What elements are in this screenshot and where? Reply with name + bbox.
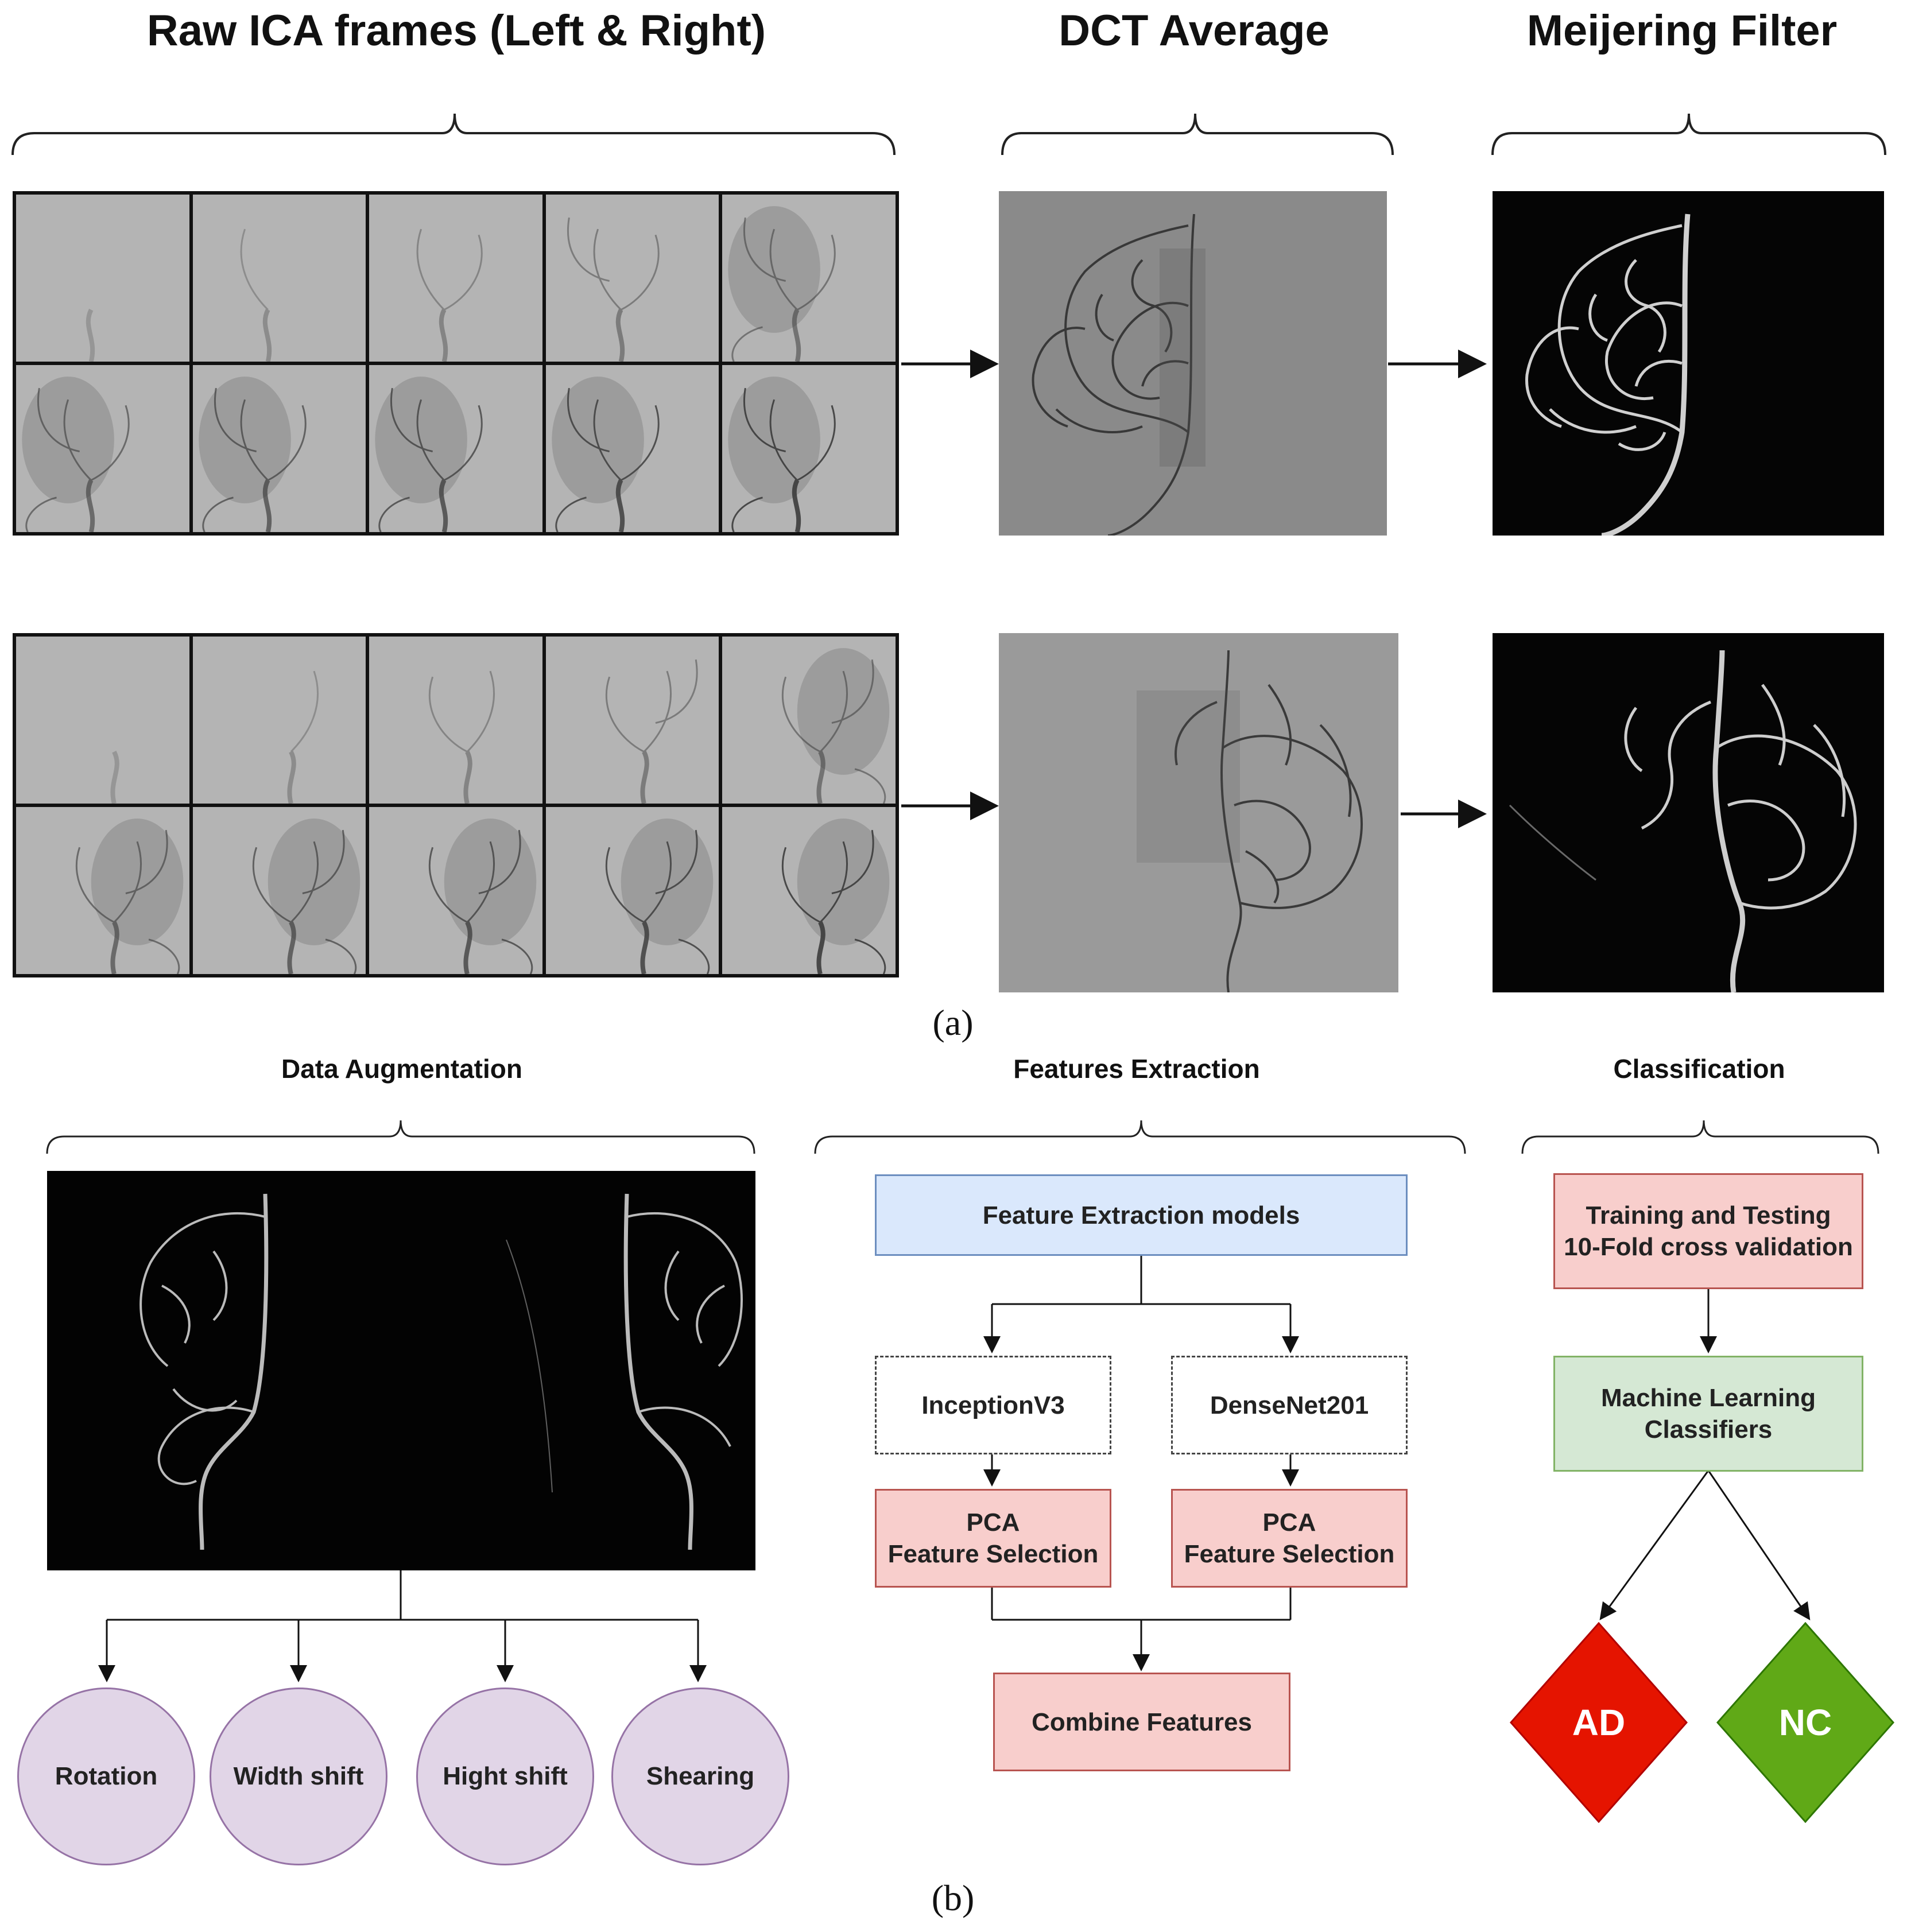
training-line2: 10-Fold cross validation <box>1564 1233 1853 1261</box>
ica-frame-thumbnail <box>369 195 542 362</box>
brace-augmentation <box>46 1120 755 1154</box>
dct-average-image-2 <box>999 633 1398 992</box>
ica-frame-thumbnail <box>722 807 896 974</box>
ica-frame-thumbnail <box>369 807 542 974</box>
dct-average-image-1 <box>999 191 1387 536</box>
augmentation-width-shift: Width shift <box>210 1687 387 1865</box>
meijering-filter-image-2 <box>1493 633 1884 992</box>
ica-frame-thumbnail <box>545 195 719 362</box>
augmentation-image <box>47 1171 755 1570</box>
training-line1: Training and Testing <box>1586 1201 1831 1229</box>
ica-frame-thumbnail <box>16 195 189 362</box>
arrows-panel-a <box>901 350 1487 828</box>
feature-extraction-models-label: Feature Extraction models <box>982 1201 1300 1229</box>
class-ad-diamond: AD <box>1510 1622 1688 1823</box>
ica-frame-thumbnail <box>192 637 366 804</box>
pca-right-line2: Feature Selection <box>1184 1540 1395 1568</box>
brace-classification <box>1521 1120 1879 1154</box>
densenet201-box: DenseNet201 <box>1171 1356 1408 1454</box>
ica-frame-thumbnail <box>545 637 719 804</box>
class-ad-label: AD <box>1572 1702 1626 1743</box>
ica-frame-thumbnail <box>16 365 189 532</box>
ica-frame-thumbnail <box>192 365 366 532</box>
classifiers-line1: Machine Learning <box>1600 1384 1816 1412</box>
inceptionv3-box: InceptionV3 <box>875 1356 1111 1454</box>
combine-features-label: Combine Features <box>1032 1708 1252 1736</box>
pca-left-line1: PCA <box>966 1508 1020 1537</box>
raw-frames-grid-row1 <box>13 191 899 536</box>
brace-dct <box>1001 113 1394 156</box>
header-data-augmentation: Data Augmentation <box>281 1054 522 1084</box>
pca-left-line2: Feature Selection <box>887 1540 1099 1568</box>
pca-feature-selection-right-box: PCA Feature Selection <box>1171 1489 1408 1588</box>
inceptionv3-label: InceptionV3 <box>921 1391 1065 1419</box>
pca-right-line1: PCA <box>1262 1508 1316 1537</box>
panel-label-a: (a) <box>932 1002 974 1043</box>
augmentation-shearing: Shearing <box>611 1687 789 1865</box>
ica-frame-thumbnail <box>369 365 542 532</box>
ml-classifiers-box: Machine Learning Classifiers <box>1553 1356 1863 1472</box>
pca-feature-selection-left-box: PCA Feature Selection <box>875 1489 1111 1588</box>
ica-frame-thumbnail <box>722 195 896 362</box>
combine-features-box: Combine Features <box>993 1673 1290 1771</box>
class-nc-diamond: NC <box>1716 1622 1894 1823</box>
raw-frames-grid-row2 <box>13 633 899 977</box>
ica-frame-thumbnail <box>545 807 719 974</box>
ica-frame-thumbnail <box>369 637 542 804</box>
feature-extraction-models-box: Feature Extraction models <box>875 1174 1408 1256</box>
header-classification: Classification <box>1613 1054 1785 1084</box>
classifiers-line2: Classifiers <box>1644 1415 1773 1444</box>
ica-frame-thumbnail <box>545 365 719 532</box>
training-testing-box: Training and Testing 10-Fold cross valid… <box>1553 1173 1863 1289</box>
brace-features <box>814 1120 1466 1154</box>
augmentation-rotation: Rotation <box>17 1687 195 1865</box>
header-features-extraction: Features Extraction <box>1013 1054 1260 1084</box>
braces-panel-b <box>46 1120 1879 1154</box>
meijering-filter-image-1 <box>1493 191 1884 536</box>
brace-meijering <box>1491 113 1886 156</box>
panel-label-b: (b) <box>931 1877 975 1918</box>
augmentation-hight-shift: Hight shift <box>416 1687 594 1865</box>
header-dct-average: DCT Average <box>1059 6 1330 55</box>
ica-frame-thumbnail <box>16 807 189 974</box>
densenet201-label: DenseNet201 <box>1210 1391 1369 1419</box>
ica-frame-thumbnail <box>192 195 366 362</box>
ica-frame-thumbnail <box>16 637 189 804</box>
braces-panel-a <box>11 113 1886 156</box>
ica-frame-thumbnail <box>722 365 896 532</box>
class-nc-label: NC <box>1778 1702 1832 1743</box>
header-raw-ica-frames: Raw ICA frames (Left & Right) <box>146 6 766 55</box>
ica-frame-thumbnail <box>722 637 896 804</box>
header-meijering-filter: Meijering Filter <box>1526 6 1838 55</box>
brace-raw <box>11 113 896 156</box>
ica-frame-thumbnail <box>192 807 366 974</box>
